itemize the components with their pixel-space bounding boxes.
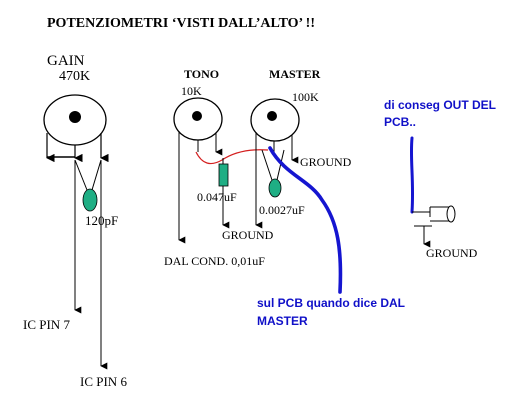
jack-ground-label: GROUND [426, 246, 478, 260]
master-cap-leg-right [276, 149, 285, 181]
dal-cond-label: DAL COND. 0,01uF [164, 254, 265, 268]
ic-pin7-label: IC PIN 7 [23, 317, 70, 332]
gain-pot-shaft [69, 111, 81, 123]
master-cap-leg-left [261, 149, 273, 181]
tono-capacitor [218, 163, 229, 187]
jack-end [446, 205, 456, 223]
tono-master-red-wire [195, 149, 269, 165]
master-pot-shaft [267, 111, 277, 121]
gain-cap-leg-right [91, 159, 102, 191]
master-capacitor [268, 178, 282, 198]
gain-pot-name: GAIN [47, 53, 85, 69]
pcb-note-line2: MASTER [257, 314, 308, 328]
gain-capacitor [82, 188, 98, 212]
master-out-blue-wire [268, 146, 343, 294]
out-blue-wire [409, 136, 415, 214]
gain-pot-value: 470K [59, 69, 90, 84]
master-pot-value: 100K [292, 90, 319, 104]
master-pot-name: MASTER [269, 67, 321, 81]
pcb-note-line1: sul PCB quando dice DAL [257, 296, 405, 310]
diagram-title: POTENZIOMETRI ‘VISTI DALL’ALTO’ !! [47, 16, 315, 31]
tono-cap-value: 0.047uF [197, 190, 237, 204]
tono-pot-shaft [192, 111, 202, 121]
master-ground-label: GROUND [300, 155, 352, 169]
out-note-line1: di conseg OUT DEL [384, 98, 496, 112]
master-cap-value: 0.0027uF [259, 203, 305, 217]
tono-pot-value: 10K [181, 84, 202, 98]
out-note-line2: PCB.. [384, 115, 416, 129]
tono-ground-label: GROUND [222, 228, 274, 242]
gain-cap-value: 120pF [85, 213, 118, 228]
ic-pin6-label: IC PIN 6 [80, 374, 127, 389]
gain-cap-leg-left [74, 159, 88, 191]
tono-pot-name: TONO [184, 67, 219, 81]
